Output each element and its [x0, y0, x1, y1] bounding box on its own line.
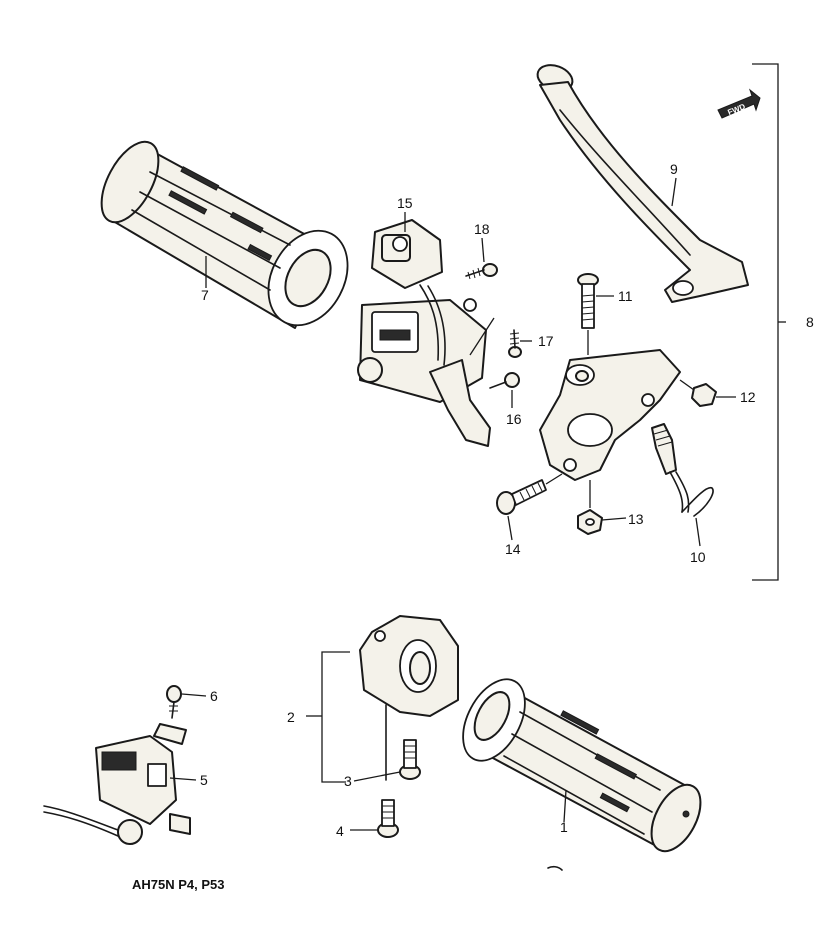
screw-part-16 — [489, 372, 520, 389]
screw-part-17 — [508, 329, 522, 358]
callout-5: 5 — [200, 772, 208, 788]
callout-17: 17 — [538, 333, 554, 349]
assembly-bracket-2 — [321, 651, 350, 783]
screw-part-18 — [465, 263, 498, 280]
callout-7: 7 — [201, 287, 209, 303]
callout-13: 13 — [628, 511, 644, 527]
assembly-bracket-8 — [752, 63, 779, 581]
left-grip-part-7 — [100, 140, 349, 329]
nut-part-12 — [679, 379, 717, 407]
callout-labels: 1 2 3 4 5 6 7 8 9 10 11 12 13 14 15 16 1… — [200, 161, 814, 839]
callout-11: 11 — [618, 288, 633, 304]
callout-9: 9 — [670, 161, 678, 177]
clutch-lever-part-9 — [536, 64, 749, 303]
callout-18: 18 — [474, 221, 490, 237]
callout-6: 6 — [210, 688, 218, 704]
screw-part-3 — [399, 739, 421, 780]
callout-10: 10 — [690, 549, 706, 565]
callout-12: 12 — [740, 389, 756, 405]
leader-lines — [169, 177, 736, 831]
callout-15: 15 — [397, 195, 413, 211]
screw-part-4 — [377, 799, 399, 838]
nut-part-13 — [577, 480, 603, 535]
right-grip-part-1 — [462, 678, 702, 853]
diagram-caption: AH75N P4, P53 — [132, 877, 225, 892]
callout-1: 1 — [560, 819, 568, 835]
left-switch-assembly-part-15 — [357, 219, 491, 447]
bolt-part-11 — [577, 273, 599, 355]
lever-holder-bracket — [539, 349, 681, 481]
bolt-part-14 — [496, 473, 563, 515]
switch-unit-part-5 — [43, 723, 191, 845]
right-switch-housing-part-2 — [359, 615, 459, 781]
decorative-mark — [547, 865, 563, 871]
callout-3: 3 — [344, 773, 352, 789]
forward-direction-arrow-icon: FWD — [717, 88, 761, 119]
callout-2: 2 — [287, 709, 295, 725]
callout-8: 8 — [806, 314, 814, 330]
callout-14: 14 — [505, 541, 521, 557]
screw-part-6 — [166, 685, 182, 719]
fwd-label: FWD — [726, 102, 746, 117]
callout-4: 4 — [336, 823, 344, 839]
clutch-switch-part-10 — [651, 423, 714, 517]
callout-16: 16 — [506, 411, 522, 427]
